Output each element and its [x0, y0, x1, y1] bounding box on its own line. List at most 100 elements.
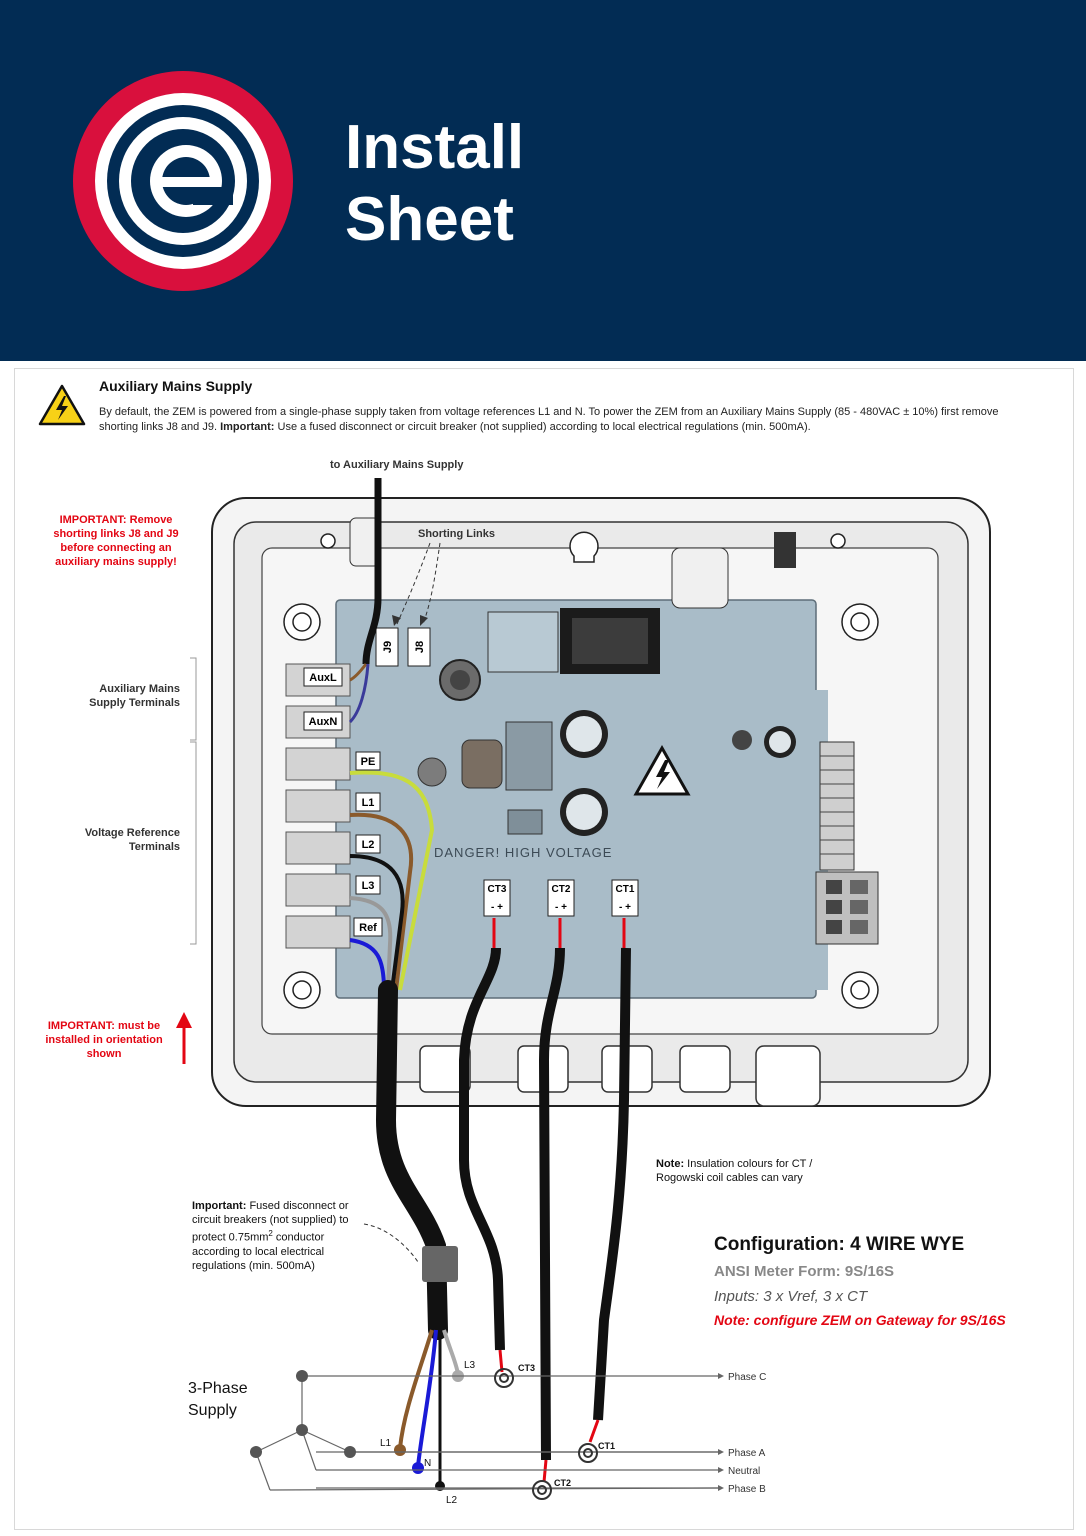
ct1-terminal: CT1	[616, 884, 635, 895]
ct2-terminal: CT2	[552, 884, 571, 895]
terminal-ref: Ref	[359, 922, 377, 934]
mount-hole	[830, 533, 846, 549]
aux-heading: Auxiliary Mains Supply	[99, 378, 253, 394]
terminal-l3: L3	[362, 880, 375, 892]
config-title: Configuration: 4 WIRE WYE	[714, 1234, 965, 1255]
ct3-polarity: - +	[491, 902, 503, 913]
pe-wire	[349, 770, 435, 991]
ct3-clamp	[494, 1368, 514, 1388]
fuse-note-bold: Important:	[192, 1200, 247, 1212]
aux-text-b: Use a fused disconnect or circuit breake…	[274, 421, 811, 433]
ct3-cable	[459, 947, 505, 1351]
fuse-note-text-b: conductor according to local electrical …	[192, 1231, 325, 1272]
cable-gland	[679, 1045, 731, 1093]
aux-cable	[362, 478, 382, 665]
wire-label-n: N	[424, 1458, 431, 1469]
phase-b-label: Phase B	[728, 1484, 766, 1495]
phase-node	[296, 1424, 308, 1436]
link-j9	[375, 627, 399, 667]
insulation-note: Note: Insulation colours for CT / Rogows…	[656, 1157, 816, 1185]
voltage-terminals-label: Voltage Reference Terminals	[84, 827, 180, 853]
ribbon-connector	[819, 741, 855, 871]
title-line-2: Sheet	[345, 185, 514, 254]
ct1-clamp-label: CT1	[598, 1441, 615, 1451]
three-phase-supply-label: 3-Phase Supply	[188, 1378, 248, 1422]
link-j8-label: J8	[414, 641, 426, 653]
antenna-connector	[774, 532, 796, 568]
supply-line-2: Supply	[188, 1402, 237, 1419]
board-lower-right	[700, 690, 828, 990]
danger-text: DANGER! HIGH VOLTAGE	[434, 845, 612, 860]
fuse-note-sup: 2	[268, 1229, 273, 1238]
link-j8	[407, 627, 431, 667]
phase-node	[344, 1446, 356, 1458]
l3-wire	[349, 896, 393, 991]
content-frame	[14, 368, 1074, 1530]
comms-terminal	[815, 871, 879, 945]
config-ansi: ANSI Meter Form: 9S/16S	[714, 1263, 895, 1280]
l1-wire	[349, 812, 414, 991]
high-voltage-warning-icon	[38, 384, 86, 426]
terminal-l2: L2	[362, 839, 375, 851]
cable-gland	[419, 1045, 471, 1093]
terminal-auxn: AuxN	[309, 716, 338, 728]
terminal-pe: PE	[361, 756, 376, 768]
fuse-disconnect-icon	[422, 1246, 458, 1282]
l1-supply-wire	[398, 1329, 434, 1449]
aux-text-a: By default, the ZEM is powered from a si…	[99, 406, 999, 433]
ct1-polarity: - +	[619, 902, 631, 913]
ct3-terminal: CT3	[488, 884, 507, 895]
header-band: e Install Sheet	[0, 0, 1086, 361]
insulation-note-text: Insulation colours for CT / Rogowski coi…	[656, 1158, 813, 1184]
config-note: Note: configure ZEM on Gateway for 9S/16…	[714, 1312, 1006, 1328]
brand-logo: e	[73, 71, 293, 291]
fuse-note-text-a: Fused disconnect or circuit breakers (no…	[192, 1200, 349, 1244]
title-line-1: Install	[345, 113, 525, 182]
aux-n-wire	[348, 663, 370, 724]
phase-node	[296, 1370, 308, 1382]
l2-wire	[349, 854, 405, 991]
important-orientation: IMPORTANT: must be installed in orientat…	[45, 1020, 163, 1060]
n-supply-wire	[416, 1329, 438, 1467]
keyhole	[569, 531, 599, 563]
aux-description: By default, the ZEM is powered from a si…	[99, 405, 1029, 435]
logo-letter: e	[183, 187, 184, 189]
cable-gland-top	[671, 547, 729, 609]
voltage-cable	[375, 980, 448, 1340]
orientation-arrow-icon	[176, 1012, 192, 1028]
config-inputs: Inputs: 3 x Vref, 3 x CT	[714, 1288, 868, 1305]
terminal-block	[285, 663, 351, 949]
filter-block	[505, 721, 553, 791]
ct1-cable	[593, 947, 631, 1421]
terminal-l1: L1	[362, 797, 375, 809]
ct2-clamp	[532, 1480, 552, 1500]
page-title: Install Sheet	[345, 112, 524, 256]
ct2-clamp-label: CT2	[554, 1478, 571, 1488]
ct2-cable	[538, 947, 565, 1461]
to-aux-label: to Auxiliary Mains Supply	[330, 459, 464, 471]
mount-hole	[320, 533, 336, 549]
wire-label-l1: L1	[380, 1438, 392, 1449]
ct3-clamp-label: CT3	[518, 1363, 535, 1373]
cable-gland	[755, 1045, 821, 1107]
aux-terminals-label: Auxiliary Mains Supply Terminals	[89, 683, 180, 709]
terminal-auxl: AuxL	[309, 672, 337, 684]
supply-line-1: 3-Phase	[188, 1380, 248, 1397]
wire-label-l3: L3	[464, 1360, 476, 1371]
l3-supply-wire	[442, 1329, 460, 1375]
wiring-diagram: DANGER! HIGH VOLTAGE J9 J8 Shorting Link…	[176, 459, 991, 1506]
insulation-note-bold: Note:	[656, 1158, 685, 1170]
capacitor	[732, 730, 752, 750]
phase-a-label: Phase A	[728, 1448, 766, 1459]
important-remove-links: IMPORTANT: Remove shorting links J8 and …	[53, 514, 179, 568]
ct1-clamp	[578, 1443, 598, 1463]
wire-label-l2: L2	[446, 1495, 458, 1506]
coil	[461, 739, 503, 789]
link-j9-label: J9	[382, 641, 394, 653]
shorting-links-label: Shorting Links	[418, 528, 495, 540]
ct2-polarity: - +	[555, 902, 567, 913]
power-module	[487, 611, 559, 673]
aux-l-wire	[349, 663, 368, 682]
fuse-note: Important: Fused disconnect or circuit b…	[192, 1199, 362, 1273]
neutral-label: Neutral	[728, 1466, 760, 1477]
